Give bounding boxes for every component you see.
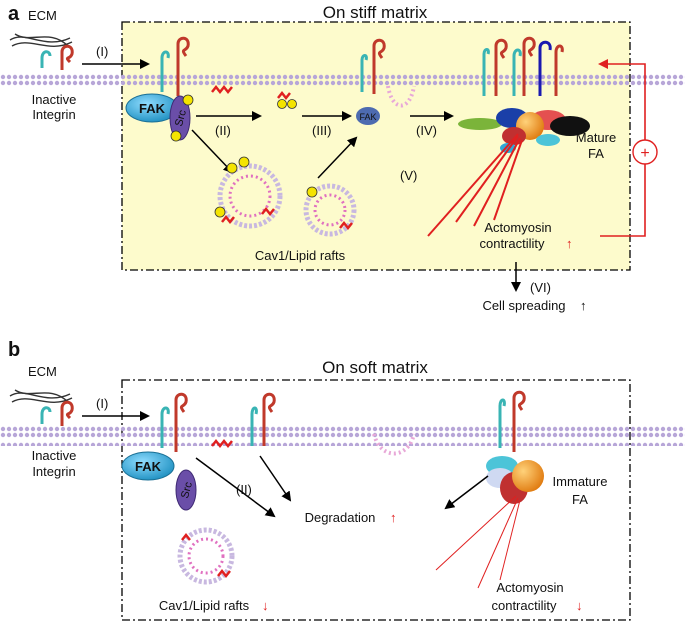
- panel-b: b On soft matrix ECM Inactive Integrin (…: [0, 339, 685, 621]
- lipid-rafts-down-arrow-b: ↓: [262, 598, 269, 613]
- inactive-integrin-icon-b: [40, 400, 74, 426]
- arrow-to-raft-a: [191, 129, 234, 174]
- actomyosin-label-a-2: contractility: [479, 236, 545, 251]
- lipid-raft-vesicle-icon-a2: [303, 183, 357, 237]
- phospho-icon: [170, 130, 182, 142]
- inactive-integrin-icon-a: [40, 44, 74, 70]
- feedback-plus-icon: [632, 139, 658, 165]
- fak-icon-b: [121, 451, 175, 481]
- fak-small-label-a: FAK: [359, 112, 376, 122]
- arrow-fak-to-degradation: [195, 457, 276, 518]
- integrin-label-b-2: Integrin: [32, 464, 75, 479]
- panel-a-letter: a: [8, 3, 20, 25]
- fak-label-b: FAK: [135, 459, 162, 474]
- step-i-label-b: (I): [96, 396, 108, 411]
- panel-a-title: On stiff matrix: [323, 3, 428, 22]
- degradation-label: Degradation: [305, 510, 376, 525]
- caveola-icon-b: [372, 433, 416, 456]
- mature-fa-label-2: FA: [588, 146, 604, 161]
- src-icon-a: [169, 95, 191, 141]
- step-vi-label-a: (VI): [530, 280, 551, 295]
- mature-fa-complex-icon: [458, 108, 590, 153]
- actomyosin-down-arrow-b: ↓: [576, 598, 583, 613]
- step-i-label-a: (I): [96, 44, 108, 59]
- cell-spreading-up-arrow: ↑: [580, 298, 587, 313]
- arrow-integrin-to-degradation: [259, 455, 292, 502]
- actomyosin-label-a-1: Actomyosin: [484, 220, 551, 235]
- ecm-label-b: ECM: [28, 364, 57, 379]
- immature-fa-label-1: Immature: [553, 474, 608, 489]
- integrin-label-a-1: Inactive: [32, 92, 77, 107]
- step-iv-label-a: (IV): [416, 123, 437, 138]
- active-integrin-icon-a1: [160, 36, 190, 96]
- src-label-b: Src: [179, 480, 195, 500]
- ecm-fibers-icon-a: [9, 33, 73, 47]
- mature-fa-label-1: Mature: [576, 130, 616, 145]
- lipid-raft-vesicle-icon-b: [177, 527, 235, 585]
- step-v-label-a: (V): [400, 168, 417, 183]
- step-iii-label-a: (III): [312, 123, 332, 138]
- panel-b-letter: b: [8, 339, 20, 361]
- active-integrin-icon-b2: [250, 392, 276, 446]
- fak-small-icon-a: [356, 107, 380, 125]
- phospho-icon: [182, 94, 194, 106]
- lipid-rafts-label-b: Cav1/Lipid rafts: [159, 598, 250, 613]
- immature-fa-integrins-icon: [498, 390, 526, 452]
- actomyosin-fibers-icon-a: [427, 133, 523, 237]
- soft-matrix-box: [121, 379, 631, 621]
- actomyosin-label-b-2: contractility: [491, 598, 557, 613]
- arrow-fa-to-degradation: [444, 475, 489, 510]
- panel-a: a On stiff matrix ECM Inactive Integrin …: [0, 3, 685, 313]
- cav1-icon: [277, 90, 291, 101]
- panel-b-title: On soft matrix: [322, 358, 428, 377]
- arrow-raft-to-fak-a: [317, 136, 358, 179]
- fak-label-a: FAK: [139, 101, 166, 116]
- immature-fa-complex-icon: [486, 456, 544, 504]
- cell-membrane-b: [0, 426, 685, 446]
- mature-fa-integrins-icon: [482, 36, 564, 96]
- actomyosin-fibers-icon-b: [435, 495, 521, 589]
- degradation-up-arrow: ↑: [390, 510, 397, 525]
- actomyosin-label-b-1: Actomyosin: [496, 580, 563, 595]
- src-label-a: Src: [173, 108, 189, 128]
- ecm-fibers-icon-b: [9, 389, 73, 403]
- integrin-label-b-1: Inactive: [32, 448, 77, 463]
- cav1-icon: [211, 438, 233, 449]
- caveola-icon-a: [386, 85, 416, 108]
- cav1-icon: [211, 84, 233, 95]
- lipid-rafts-label-a: Cav1/Lipid rafts: [255, 248, 346, 263]
- src-icon-b: [175, 469, 197, 511]
- step-ii-label-a: (II): [215, 123, 231, 138]
- immature-fa-label-2: FA: [572, 492, 588, 507]
- integrin-label-a-2: Integrin: [32, 107, 75, 122]
- cell-spreading-label: Cell spreading: [482, 298, 565, 313]
- feedback-plus-label: +: [640, 145, 649, 162]
- phospho-cluster-icon: [277, 99, 297, 109]
- stiff-matrix-box: [121, 21, 631, 271]
- step-ii-label-b: (II): [236, 482, 252, 497]
- active-integrin-icon-b1: [160, 392, 188, 452]
- actomyosin-up-arrow-a: ↑: [566, 236, 573, 251]
- cell-membrane-a: [0, 70, 685, 90]
- lipid-raft-vesicle-icon-a1: [214, 156, 283, 229]
- active-integrin-icon-a2: [360, 38, 386, 94]
- ecm-label-a: ECM: [28, 8, 57, 23]
